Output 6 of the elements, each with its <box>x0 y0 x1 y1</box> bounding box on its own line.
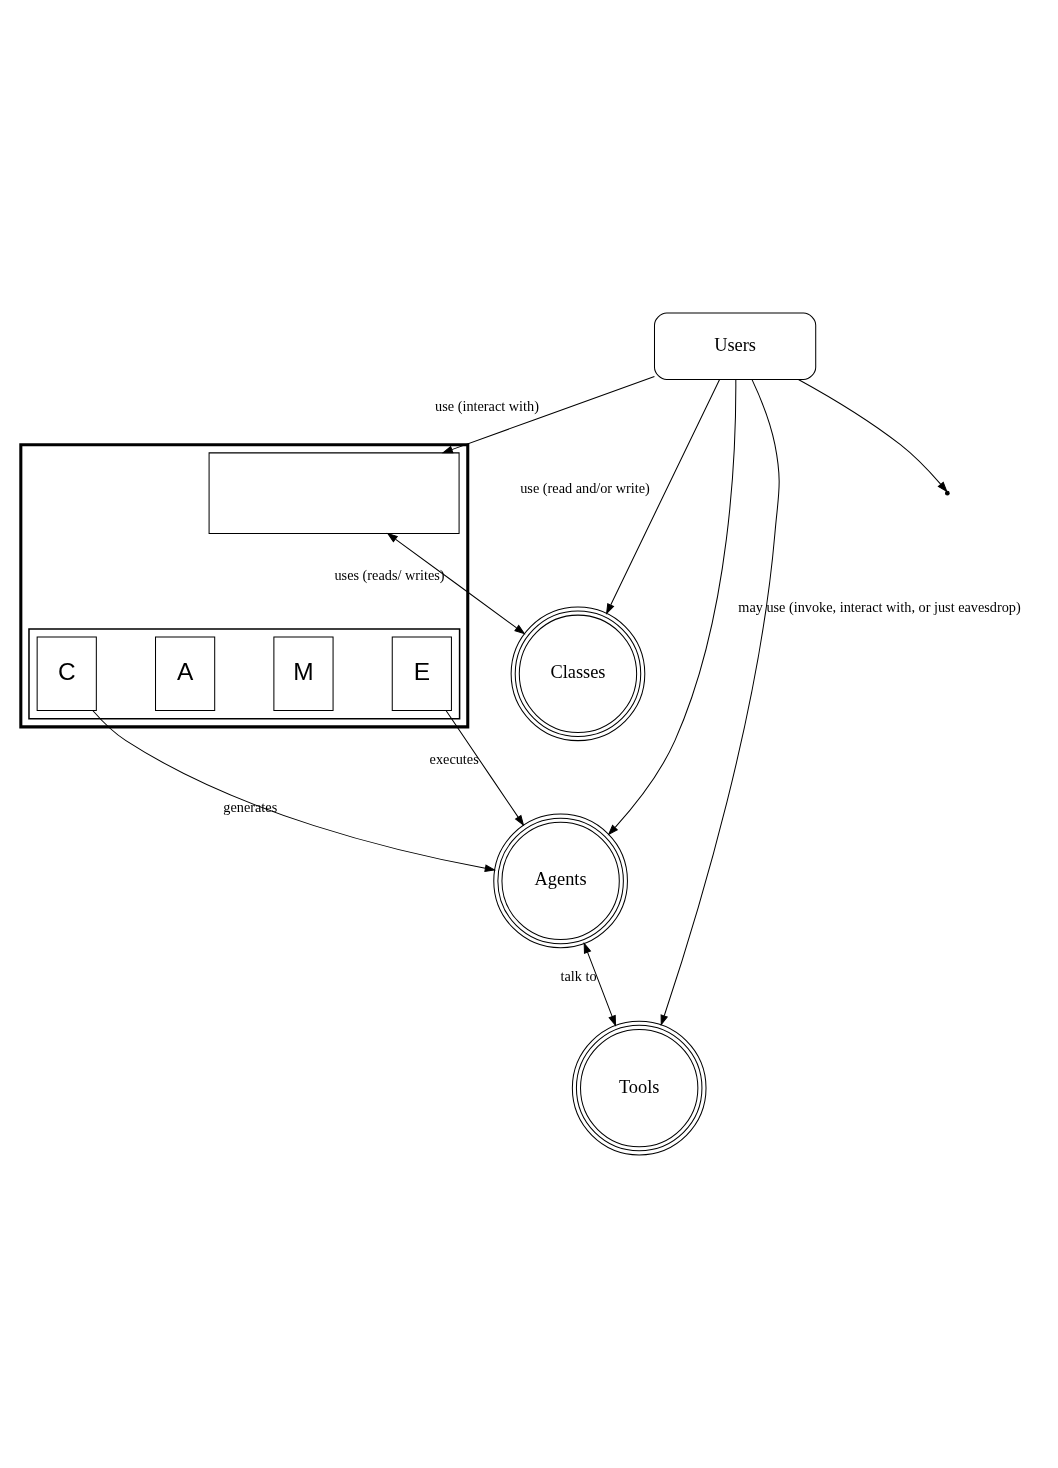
edge-label: executes <box>429 750 479 767</box>
edge-label: use (interact with) <box>435 397 539 414</box>
edge-label: uses (reads/ writes) <box>334 566 445 583</box>
edge-label: may use (invoke, interact with, or just eavesdrop) <box>738 598 1021 615</box>
edge-label: use (read and/or write) <box>520 479 650 496</box>
edge-label: talk to <box>560 967 597 984</box>
